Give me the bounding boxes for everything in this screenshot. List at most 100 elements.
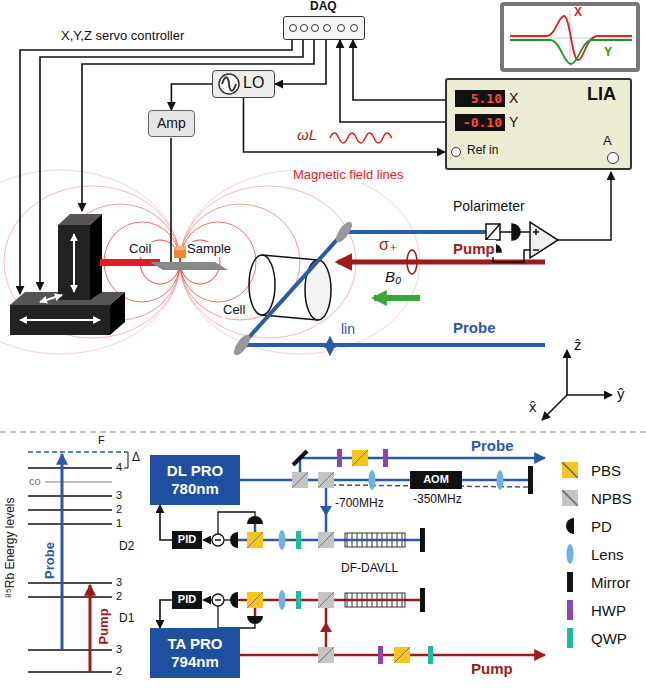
optics-probe (352, 450, 368, 466)
beams (407, 250, 417, 274)
dfdavll-lock-d1 (247, 592, 263, 608)
oscillator-icon (222, 77, 236, 91)
optics-probe (292, 472, 308, 488)
legend-sample (566, 518, 574, 592)
dfdavll-lock-d1 (279, 590, 286, 610)
optics-pump (394, 647, 410, 663)
beam-label: Probe (452, 319, 497, 336)
cell-front (249, 255, 275, 315)
dfdavll-lock-d2 (247, 516, 263, 524)
optics-probe (292, 472, 308, 488)
dfdavll-lock-d2 (247, 532, 263, 548)
laser-box: DL PRO 780nm (150, 455, 240, 505)
axes (542, 395, 567, 420)
box-label: TA PRO 794nm (155, 635, 235, 671)
oscilloscope-screen: XY (500, 2, 640, 72)
optics-pump (428, 646, 433, 664)
part-label: Polarimeter (452, 198, 526, 214)
beam-label: Pump (452, 240, 496, 257)
dfdavll-lock-d2 (230, 532, 238, 548)
optics-probe (240, 479, 528, 482)
signal-wire (244, 98, 446, 152)
level-label: 3 (115, 576, 123, 589)
signal-wire (353, 40, 445, 100)
port (350, 24, 358, 32)
dfdavll-lock-d1 (215, 599, 221, 601)
polarimeter (493, 250, 530, 262)
energy-levels (28, 467, 112, 469)
signal-wire (340, 40, 445, 122)
polarimeter (530, 222, 558, 258)
field-label: Magnetic field lines (292, 168, 405, 183)
optics-probe (369, 470, 376, 490)
polarization-label: σ₊ (378, 236, 398, 254)
port (607, 152, 619, 164)
frequency-label: -700MHz (334, 497, 385, 511)
signal-wire (160, 600, 172, 628)
mirror (231, 219, 355, 357)
polarimeter (486, 224, 500, 240)
level-label: F (97, 434, 106, 447)
part-label: DF-DAVLL (340, 562, 399, 576)
axes (566, 350, 568, 395)
dfdavll-lock-d2 (420, 528, 425, 552)
signal-label: ωL (296, 126, 318, 143)
box-text: LIA (587, 84, 616, 105)
cell-front (249, 255, 275, 315)
dfdavll-lock-d1 (203, 599, 212, 600)
sample-mount (174, 246, 186, 251)
dfdavll-lock-d2 (212, 534, 224, 546)
box-text: Ref in (467, 144, 498, 158)
dfdavll-lock-d1 (345, 593, 405, 607)
lo-wave (330, 133, 392, 143)
energy-levels (28, 582, 112, 584)
signal-wire (160, 505, 172, 540)
wire-label: X,Y,Z servo controller (60, 29, 185, 44)
legend-sample (567, 572, 573, 592)
legend-swatch (567, 628, 573, 648)
port (451, 147, 461, 157)
legend-sample (567, 544, 574, 564)
level-label: 3 (115, 489, 123, 502)
port (337, 24, 345, 32)
dfdavll-lock-d1 (296, 591, 301, 609)
dfdavll-lock-d2 (215, 539, 221, 541)
axis-title: ⁸⁵Rb Energy levels (4, 497, 18, 600)
oscillator-box: LO (212, 70, 275, 98)
beams (374, 295, 420, 301)
level-label: 2 (115, 503, 123, 516)
energy-levels (28, 509, 112, 511)
box-label: PID (178, 533, 196, 546)
optics-pump (318, 647, 334, 663)
daq-box: DAQ (283, 16, 365, 40)
dfdavll-lock-d1 (318, 592, 334, 608)
port (300, 24, 308, 32)
optics-pump (378, 646, 383, 664)
pid-box: PID (172, 531, 202, 549)
translation-stage (40, 295, 62, 302)
optics-pump (318, 647, 334, 663)
polarimeter (520, 231, 530, 233)
translation-stage (73, 234, 75, 292)
polarimeter (535, 229, 537, 235)
vapor-cell (262, 255, 318, 260)
polarimeter (558, 172, 611, 240)
amplifier-box: Amp (148, 110, 195, 137)
detuning-label: Δ (131, 451, 141, 465)
energy-levels (28, 596, 112, 598)
field-label: B₀ (384, 268, 402, 285)
part-label: Sample (186, 242, 232, 257)
dfdavll-lock-d2 (203, 512, 425, 552)
energy-levels (28, 523, 112, 525)
amp-wire (170, 138, 172, 262)
box-text: -0.10 (455, 114, 505, 131)
translation-stage (20, 319, 100, 321)
optics-probe (337, 449, 342, 467)
level-label: 2 (115, 590, 123, 603)
beams (242, 232, 545, 355)
port (323, 24, 331, 32)
transition-label: D2 (118, 540, 135, 554)
energy-levels (45, 481, 112, 483)
aom-box: AOM (410, 471, 462, 489)
